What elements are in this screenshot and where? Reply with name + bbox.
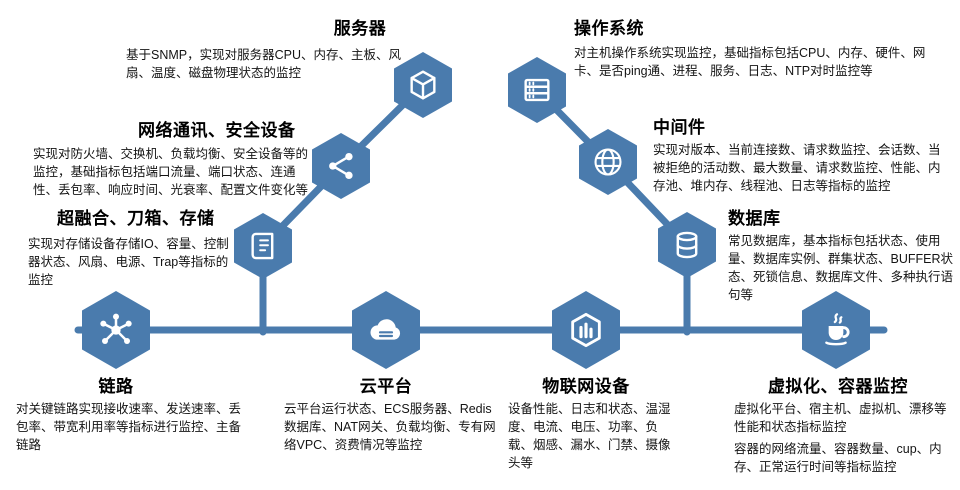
node-os-desc: 对主机操作系统实现监控，基础指标包括CPU、内存、硬件、网卡、是否ping通、进…: [574, 46, 926, 79]
node-iot-desc: 设备性能、日志和状态、温湿度、电流、电压、功率、负载、烟感、漏水、门禁、摄像头等: [508, 402, 671, 471]
cloud-icon: [370, 319, 401, 340]
node-iot-title: 物联网设备: [542, 377, 630, 396]
cube-icon: [410, 70, 436, 100]
node-server-title: 服务器: [333, 19, 387, 38]
java-icon: [825, 313, 850, 346]
network-hub-icon: [100, 313, 132, 344]
globe-icon: [594, 148, 622, 176]
node-database-hexagon: [658, 212, 716, 278]
right-branch-line: [533, 86, 691, 336]
iot-device-icon: [571, 312, 601, 348]
node-network-title: 网络通讯、安全设备: [138, 121, 296, 140]
node-network-desc: 实现对防火墙、交换机、负载均衡、安全设备等的监控，基础指标包括端口流量、端口状态…: [33, 147, 309, 198]
node-cloud-title: 云平台: [359, 377, 413, 396]
node-cloud-desc: 云平台运行状态、ECS服务器、Redis数据库、NAT网关、负载均衡、专有网络V…: [284, 402, 496, 453]
node-link-desc: 对关键链路实现接收速率、发送速率、丢包率、带宽利用率等指标进行监控、主备链路: [16, 402, 242, 453]
node-database-title: 数据库: [728, 209, 781, 228]
node-virtualization-title: 虚拟化、容器监控: [768, 377, 908, 396]
node-link-title: 链路: [98, 377, 134, 396]
left-branch-line: [259, 81, 427, 336]
node-middleware-title: 中间件: [653, 118, 706, 137]
node-storage-desc: 实现对存储设备存储IO、容量、控制器状态、风扇、电源、Trap等指标的监控: [28, 237, 229, 288]
database-icon: [676, 231, 698, 259]
node-middleware-desc: 实现对版本、当前连接数、请求数监控、会话数、当被拒绝的活动数、最大数量、请求数监…: [653, 143, 941, 194]
node-os-title: 操作系统: [574, 19, 644, 38]
share-network-icon: [329, 152, 353, 180]
node-virtualization-desc: 虚拟化平台、宿主机、虚拟机、漂移等性能和状态指标监控: [734, 402, 947, 435]
scroll-icon: [251, 232, 274, 260]
server-rack-icon: [524, 78, 550, 102]
node-storage-title: 超融合、刀箱、存储: [57, 209, 215, 228]
node-server-desc: 基于SNMP，实现对服务器CPU、内存、主板、风扇、温度、磁盘物理状态的监控: [126, 48, 402, 81]
node-container-desc: 容器的网络流量、容器数量、cup、内存、正常运行时间等指标监控: [734, 442, 942, 475]
node-os-hexagon: [508, 57, 566, 123]
node-database-desc: 常见数据库，基本指标包括状态、使用量、数据库实例、群集状态、BUFFER状态、死…: [728, 234, 954, 303]
node-cloud-hexagon: [352, 291, 420, 369]
node-middleware-hexagon: [579, 129, 637, 195]
